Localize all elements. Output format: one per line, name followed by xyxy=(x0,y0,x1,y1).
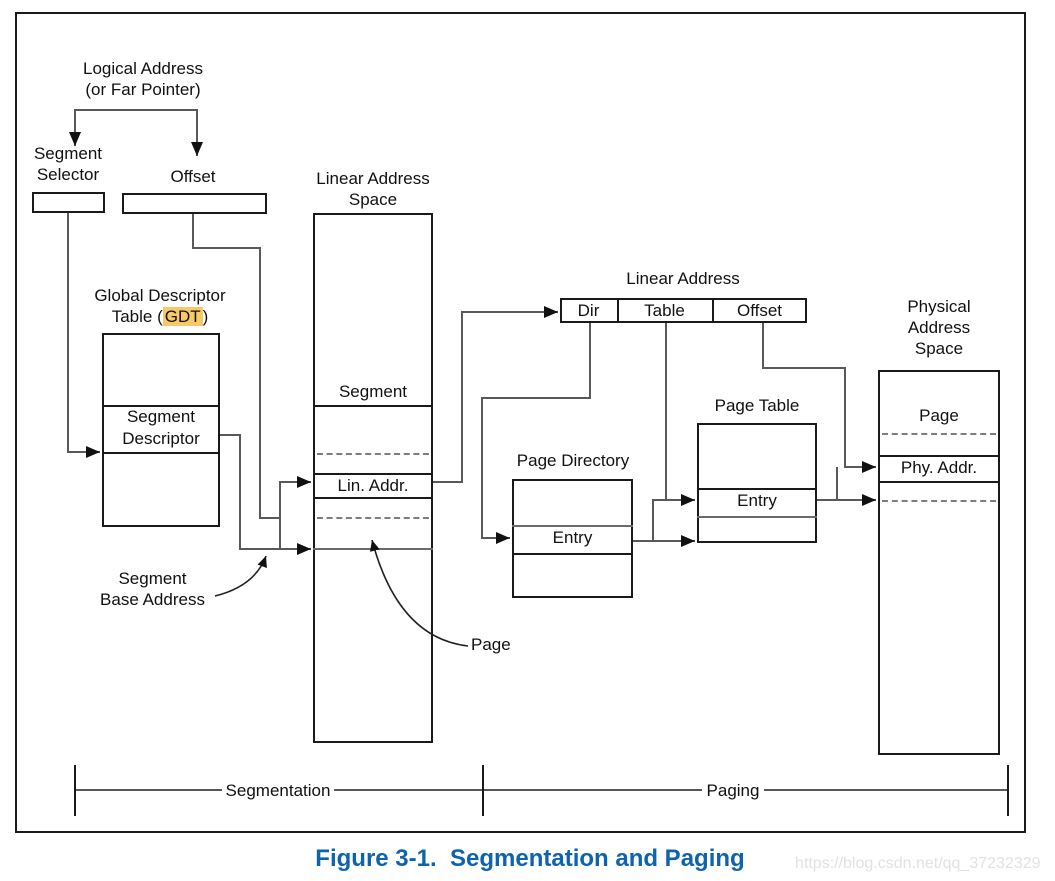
page-table-title: Page Table xyxy=(714,396,800,415)
la-divider-1 xyxy=(617,298,619,323)
segment-base-address-label: Segment Base Address xyxy=(100,569,205,609)
offset-box xyxy=(122,193,267,214)
las-line-2 xyxy=(313,473,433,475)
las-line-4 xyxy=(313,548,433,550)
offset-cell: Offset xyxy=(736,301,783,320)
logical-address-label: Logical Address (or Far Pointer) xyxy=(53,58,233,100)
logical-address-line1: Logical Address xyxy=(82,59,204,78)
phy-addr-row-label: Phy. Addr. xyxy=(900,458,978,477)
physical-address-space-box xyxy=(878,370,1000,755)
segment-descriptor-row: Segment Descriptor xyxy=(122,407,200,448)
linear-address-space-title: Linear Address Space xyxy=(316,169,430,209)
segment-selector-box xyxy=(32,192,105,213)
pt-entry-label: Entry xyxy=(737,491,777,510)
dir-cell: Dir xyxy=(577,301,600,320)
pd-entry-line-bottom xyxy=(512,553,633,555)
pt-entry-line-bottom xyxy=(697,516,817,518)
linear-address-title: Linear Address xyxy=(626,269,740,288)
gdt-row-line-top xyxy=(102,405,220,407)
lin-addr-row-label: Lin. Addr. xyxy=(337,476,409,495)
las-line-1 xyxy=(313,405,433,407)
segment-row-label: Segment xyxy=(338,382,408,401)
physical-address-space-title: Physical Address Space xyxy=(907,297,971,358)
figure-caption: Figure 3-1. Segmentation and Paging xyxy=(315,845,745,872)
pas-line-1 xyxy=(878,455,1000,457)
segment-selector-label: Segment Selector xyxy=(33,144,103,184)
linear-address-box xyxy=(560,298,807,323)
la-divider-2 xyxy=(712,298,714,323)
page-table-box xyxy=(697,423,817,543)
segmentation-bracket-label: Segmentation xyxy=(225,781,331,800)
offset-label: Offset xyxy=(170,167,216,186)
gdt-title: Global Descriptor Table (GDT) xyxy=(94,286,226,326)
pas-dashed-2 xyxy=(882,500,996,502)
las-dashed-1 xyxy=(317,453,429,455)
pas-line-2 xyxy=(878,481,1000,483)
page-row-label: Page xyxy=(919,406,959,425)
las-line-3 xyxy=(313,497,433,499)
las-dashed-2 xyxy=(317,517,429,519)
logical-address-line2: (or Far Pointer) xyxy=(85,80,201,99)
figure-border xyxy=(15,12,1026,833)
page-directory-title: Page Directory xyxy=(516,451,630,470)
page-callout-label: Page xyxy=(471,635,511,654)
linear-address-space-box xyxy=(313,213,433,743)
table-cell: Table xyxy=(644,301,685,320)
pd-entry-label: Entry xyxy=(552,528,593,547)
pas-dashed-1 xyxy=(882,433,996,435)
pt-entry-line-top xyxy=(697,488,817,490)
paging-bracket-label: Paging xyxy=(706,781,760,800)
gdt-row-line-bottom xyxy=(102,452,220,454)
gdt-highlight: GDT xyxy=(162,307,203,326)
watermark: https://blog.csdn.net/qq_37232329 xyxy=(795,855,1041,872)
